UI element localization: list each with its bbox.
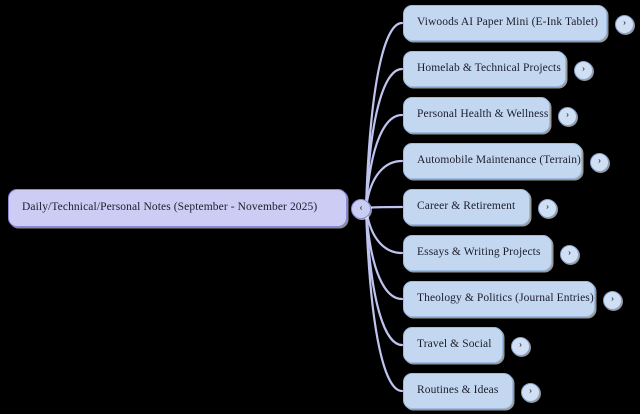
child-expand-toggle-9[interactable]: › [521, 382, 540, 402]
chevron-right-icon: › [610, 293, 615, 305]
chevron-right-icon: › [545, 201, 550, 213]
child-node-1[interactable]: Viwoods AI Paper Mini (E-Ink Tablet) [403, 5, 607, 41]
chevron-right-icon: › [581, 63, 586, 75]
edge-root-to-child-5 [364, 205, 404, 210]
child-expand-toggle-2[interactable]: › [574, 60, 593, 80]
edge-root-to-child-6 [364, 206, 404, 255]
edge-root-to-child-9 [364, 206, 404, 393]
chevron-right-icon: › [518, 339, 523, 351]
child-expand-toggle-3[interactable]: › [558, 106, 577, 126]
chevron-right-icon: › [528, 385, 533, 397]
edge-root-to-child-8 [364, 206, 404, 347]
child-node-label: Essays & Writing Projects [417, 246, 541, 259]
chevron-left-icon: ‹ [359, 202, 363, 214]
edge-root-to-child-4 [364, 159, 404, 210]
child-node-3[interactable]: Personal Health & Wellness [403, 97, 550, 133]
child-node-label: Career & Retirement [417, 200, 516, 213]
child-expand-toggle-4[interactable]: › [590, 152, 609, 172]
child-node-label: Automobile Maintenance (Terrain) [417, 154, 581, 167]
edge-root-to-child-1 [364, 21, 404, 210]
child-node-label: Routines & Ideas [417, 384, 499, 397]
chevron-right-icon: › [597, 155, 602, 167]
child-expand-toggle-5[interactable]: › [538, 198, 557, 218]
child-node-6[interactable]: Essays & Writing Projects [403, 235, 552, 271]
child-node-label: Travel & Social [417, 338, 492, 351]
child-expand-toggle-8[interactable]: › [511, 336, 530, 356]
child-node-9[interactable]: Routines & Ideas [403, 373, 513, 409]
child-expand-toggle-1[interactable]: › [615, 14, 634, 34]
root-node[interactable]: Daily/Technical/Personal Notes (Septembe… [8, 189, 347, 227]
chevron-right-icon: › [567, 247, 572, 259]
child-node-4[interactable]: Automobile Maintenance (Terrain) [403, 143, 582, 179]
child-expand-toggle-6[interactable]: › [560, 244, 579, 264]
child-node-5[interactable]: Career & Retirement [403, 189, 530, 225]
chevron-right-icon: › [565, 109, 570, 121]
child-node-label: Personal Health & Wellness [417, 108, 549, 121]
edge-root-to-child-7 [364, 206, 404, 301]
chevron-right-icon: › [622, 17, 627, 29]
child-node-7[interactable]: Theology & Politics (Journal Entries) [403, 281, 595, 317]
child-node-label: Viwoods AI Paper Mini (E-Ink Tablet) [417, 16, 599, 29]
edge-root-to-child-3 [364, 113, 404, 210]
child-node-label: Homelab & Technical Projects [417, 62, 561, 75]
child-node-2[interactable]: Homelab & Technical Projects [403, 51, 566, 87]
child-expand-toggle-7[interactable]: › [603, 290, 622, 310]
edge-root-to-child-2 [364, 67, 404, 210]
child-node-8[interactable]: Travel & Social [403, 327, 503, 363]
child-node-label: Theology & Politics (Journal Entries) [417, 292, 594, 305]
root-node-label: Daily/Technical/Personal Notes (Septembe… [22, 201, 318, 214]
root-collapse-toggle[interactable]: ‹ [351, 199, 371, 219]
